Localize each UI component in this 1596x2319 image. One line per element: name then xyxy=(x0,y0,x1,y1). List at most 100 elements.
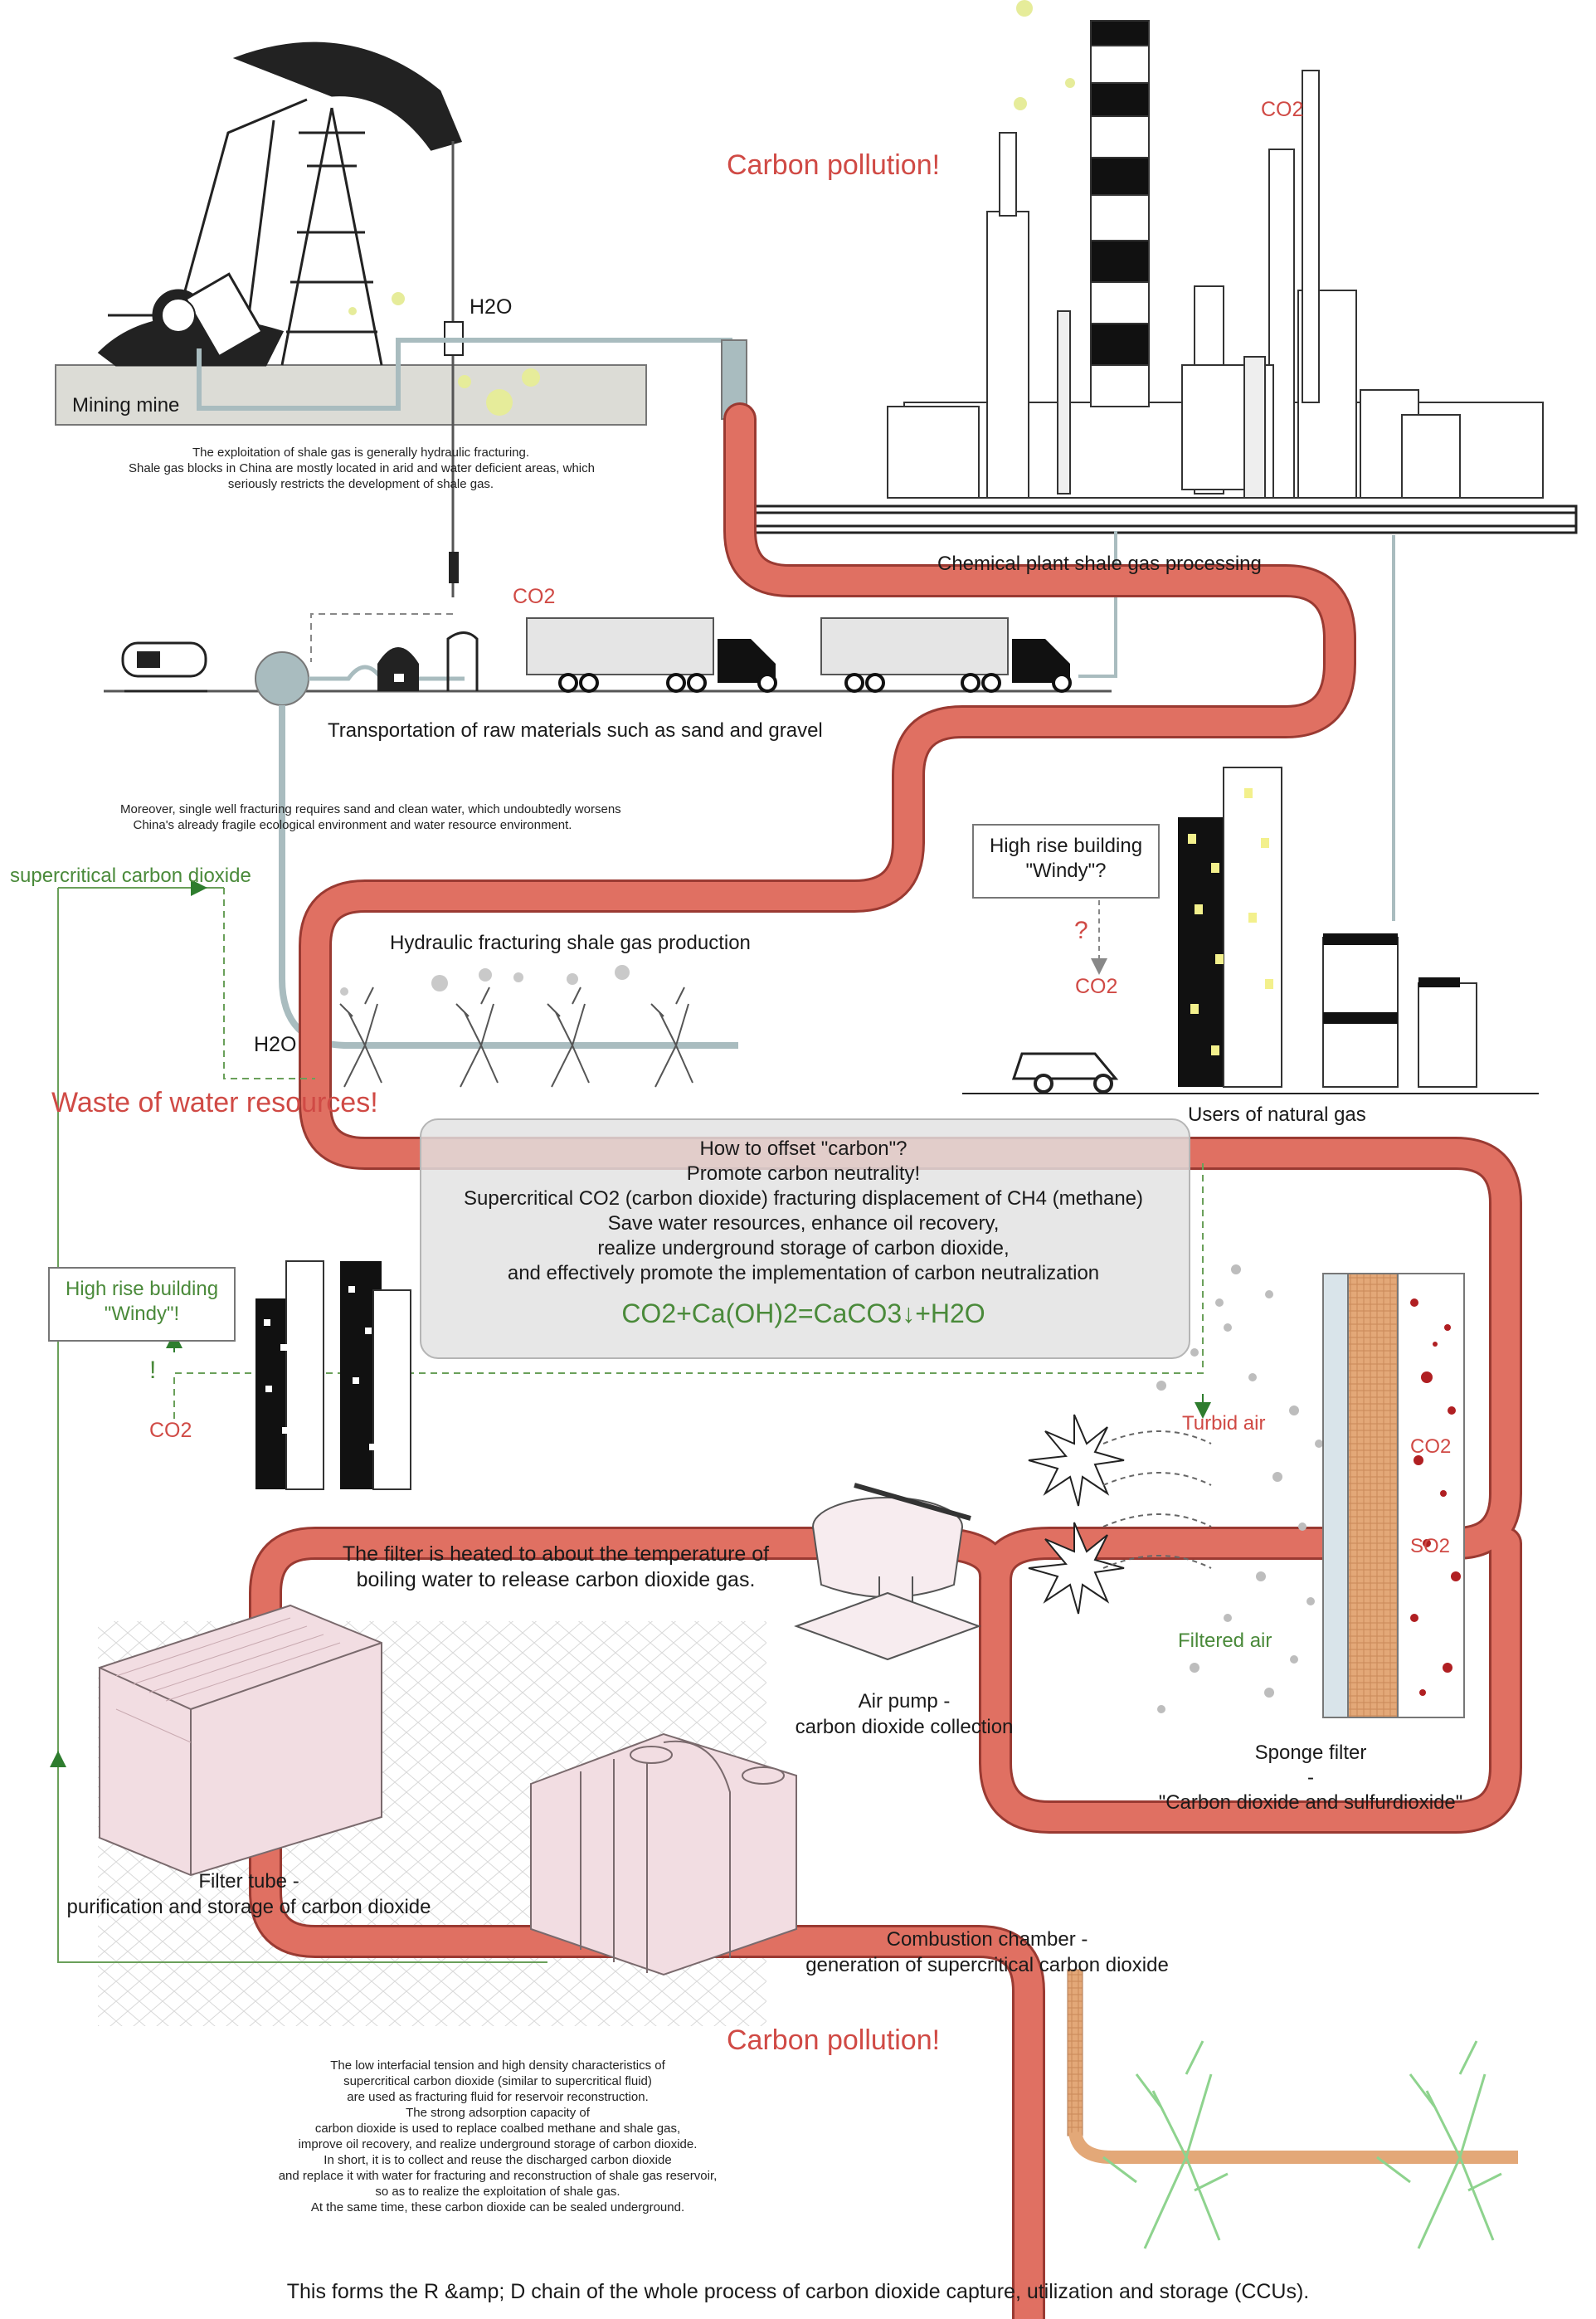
text-line: - xyxy=(1307,1766,1314,1789)
note-line: China's already fragile ecological envir… xyxy=(133,818,572,832)
air-pump-icon xyxy=(794,1483,981,1661)
note-line: so as to realize the exploitation of sha… xyxy=(375,2185,620,2199)
note-line: carbon dioxide is used to replace coalbe… xyxy=(314,2122,681,2136)
text-line: "Carbon dioxide and sulfurdioxide" xyxy=(1158,1791,1463,1814)
co2-left-label: CO2 xyxy=(149,1419,192,1442)
users-gas-label: Users of natural gas xyxy=(1188,1103,1366,1126)
combustion-label: Combustion chamber - generation of super… xyxy=(771,1927,1203,1978)
note-line: At the same time, these carbon dioxide c… xyxy=(310,2200,685,2214)
truck-2-icon xyxy=(820,617,1072,693)
text-line: purification and storage of carbon dioxi… xyxy=(66,1896,431,1918)
note-line: and replace it with water for fracturing… xyxy=(278,2169,718,2183)
truck-1-icon xyxy=(526,617,777,693)
windy-windows xyxy=(264,1286,376,1450)
text-line: generation of supercritical carbon dioxi… xyxy=(805,1954,1169,1976)
note-line: seriously restricts the development of s… xyxy=(227,477,494,491)
air-flow xyxy=(1102,1430,1212,1569)
box-line: High rise building xyxy=(65,1278,219,1300)
turbid-air-label: Turbid air xyxy=(1182,1412,1266,1435)
well-plug xyxy=(449,552,459,583)
question-mark: ? xyxy=(1074,917,1088,944)
transportation-label: Transportation of raw materials such as … xyxy=(328,719,823,742)
text-line: Combustion chamber - xyxy=(886,1928,1088,1951)
text-line: Air pump - xyxy=(858,1690,951,1712)
supercritical-label: supercritical carbon dioxide xyxy=(10,865,251,887)
filtered-air-label: Filtered air xyxy=(1178,1630,1272,1652)
carbon-pollution-bottom: Carbon pollution! xyxy=(727,2024,941,2056)
users-buildings-icon xyxy=(1178,767,1477,1088)
h2o-left-label: H2O xyxy=(254,1033,297,1056)
note-line: are used as fracturing fluid for reservo… xyxy=(347,2090,649,2104)
single-well-note: Moreover, single well fracturing require… xyxy=(120,801,621,833)
exclamation-mark: ! xyxy=(149,1357,157,1384)
hydraulic-label: Hydraulic fracturing shale gas productio… xyxy=(390,932,751,954)
shale-gas-note: The exploitation of shale gas is general… xyxy=(129,445,595,492)
bottom-note: The low interfacial tension and high den… xyxy=(241,2058,755,2215)
fan-icon xyxy=(1028,1414,1125,1615)
injection-well xyxy=(1067,1969,1083,2136)
horizontal-well xyxy=(1068,2131,1518,2164)
text-line: carbon dioxide collection xyxy=(795,1716,1014,1738)
high-rise-question-box: High rise building "Windy"? xyxy=(972,824,1160,899)
green-roots xyxy=(1102,2040,1502,2249)
text-line: Sponge filter xyxy=(1254,1742,1367,1764)
equation: CO2+Ca(OH)2=CaCO3↓+H2O xyxy=(621,1298,985,1328)
sponge-co2-label: CO2 xyxy=(1410,1435,1452,1458)
sponge-particles xyxy=(1410,1298,1461,1696)
text-line: Filter tube - xyxy=(198,1870,299,1893)
box-line: "Windy"? xyxy=(1025,860,1107,882)
note-line: Moreover, single well fracturing require… xyxy=(120,802,621,816)
note-line: supercritical carbon dioxide (similar to… xyxy=(343,2074,652,2088)
footer-text: This forms the R &amp; D chain of the wh… xyxy=(286,2280,1310,2303)
railroad xyxy=(745,504,1578,534)
sponge-so2-label: SO2 xyxy=(1410,1535,1451,1557)
tank-icon xyxy=(121,641,207,693)
fracture-roots xyxy=(339,987,693,1088)
center-panel xyxy=(420,1118,1190,1359)
high-rise-exclaim-box: High rise building "Windy"! xyxy=(48,1267,236,1342)
mining-platform xyxy=(55,364,647,426)
dome-icon xyxy=(377,631,479,691)
filter-tube-label: Filter tube - purification and storage o… xyxy=(41,1868,456,1920)
fracture-pipe xyxy=(279,705,738,1049)
carbon-pollution-top: Carbon pollution! xyxy=(727,149,941,181)
note-line: The low interfacial tension and high den… xyxy=(330,2058,665,2073)
pump-jack-icon xyxy=(97,41,463,367)
panel-line: Supercritical CO2 (carbon dioxide) fract… xyxy=(463,1187,1144,1210)
combustion-chamber-icon xyxy=(530,1732,797,1976)
panel-line: How to offset "carbon"? xyxy=(699,1138,907,1160)
panel-line: realize underground storage of carbon di… xyxy=(597,1237,1010,1259)
panel-line: Save water resources, enhance oil recove… xyxy=(607,1212,1000,1235)
building-windows xyxy=(1188,788,1273,1055)
high-rise-question-text: High rise building "Windy"? xyxy=(974,834,1158,884)
box-line: High rise building xyxy=(989,835,1143,857)
note-line: The strong adsorption capacity of xyxy=(406,2106,590,2120)
pipe-hub xyxy=(255,651,309,706)
chemical-plant-label: Chemical plant shale gas processing xyxy=(937,553,1262,575)
sponge-filter-icon xyxy=(1322,1273,1465,1718)
filter-heated-text: The filter is heated to about the temper… xyxy=(324,1542,788,1593)
waste-water-label: Waste of water resources! xyxy=(51,1087,378,1118)
text-line: boiling water to release carbon dioxide … xyxy=(356,1568,756,1591)
particle-dots xyxy=(1156,1264,1323,1713)
h2o-top-label: H2O xyxy=(470,295,513,319)
filter-tube-icon xyxy=(99,1604,382,1877)
note-line: Shale gas blocks in China are mostly loc… xyxy=(129,461,595,475)
windy-buildings-icon xyxy=(255,1260,411,1490)
mining-mine-label: Mining mine xyxy=(72,394,180,417)
note-line: improve oil recovery, and realize underg… xyxy=(298,2137,698,2151)
sponge-filter-label: Sponge filter - "Carbon dioxide and sulf… xyxy=(1120,1741,1501,1815)
chemical-plant-icon xyxy=(887,20,1544,499)
co2-windy-label: CO2 xyxy=(1075,975,1118,998)
co2-trucks-label: CO2 xyxy=(513,585,556,608)
gas-bubbles xyxy=(340,965,630,996)
filter-grid xyxy=(115,1617,341,1743)
text-line: The filter is heated to about the temper… xyxy=(342,1542,770,1566)
center-panel-text: How to offset "carbon"? Promote carbon n… xyxy=(420,1137,1187,1286)
air-pump-label: Air pump - carbon dioxide collection xyxy=(771,1688,1037,1740)
panel-line: and effectively promote the implementati… xyxy=(507,1262,1100,1284)
box-line: "Windy"! xyxy=(104,1303,180,1325)
panel-line: Promote carbon neutrality! xyxy=(686,1162,921,1185)
